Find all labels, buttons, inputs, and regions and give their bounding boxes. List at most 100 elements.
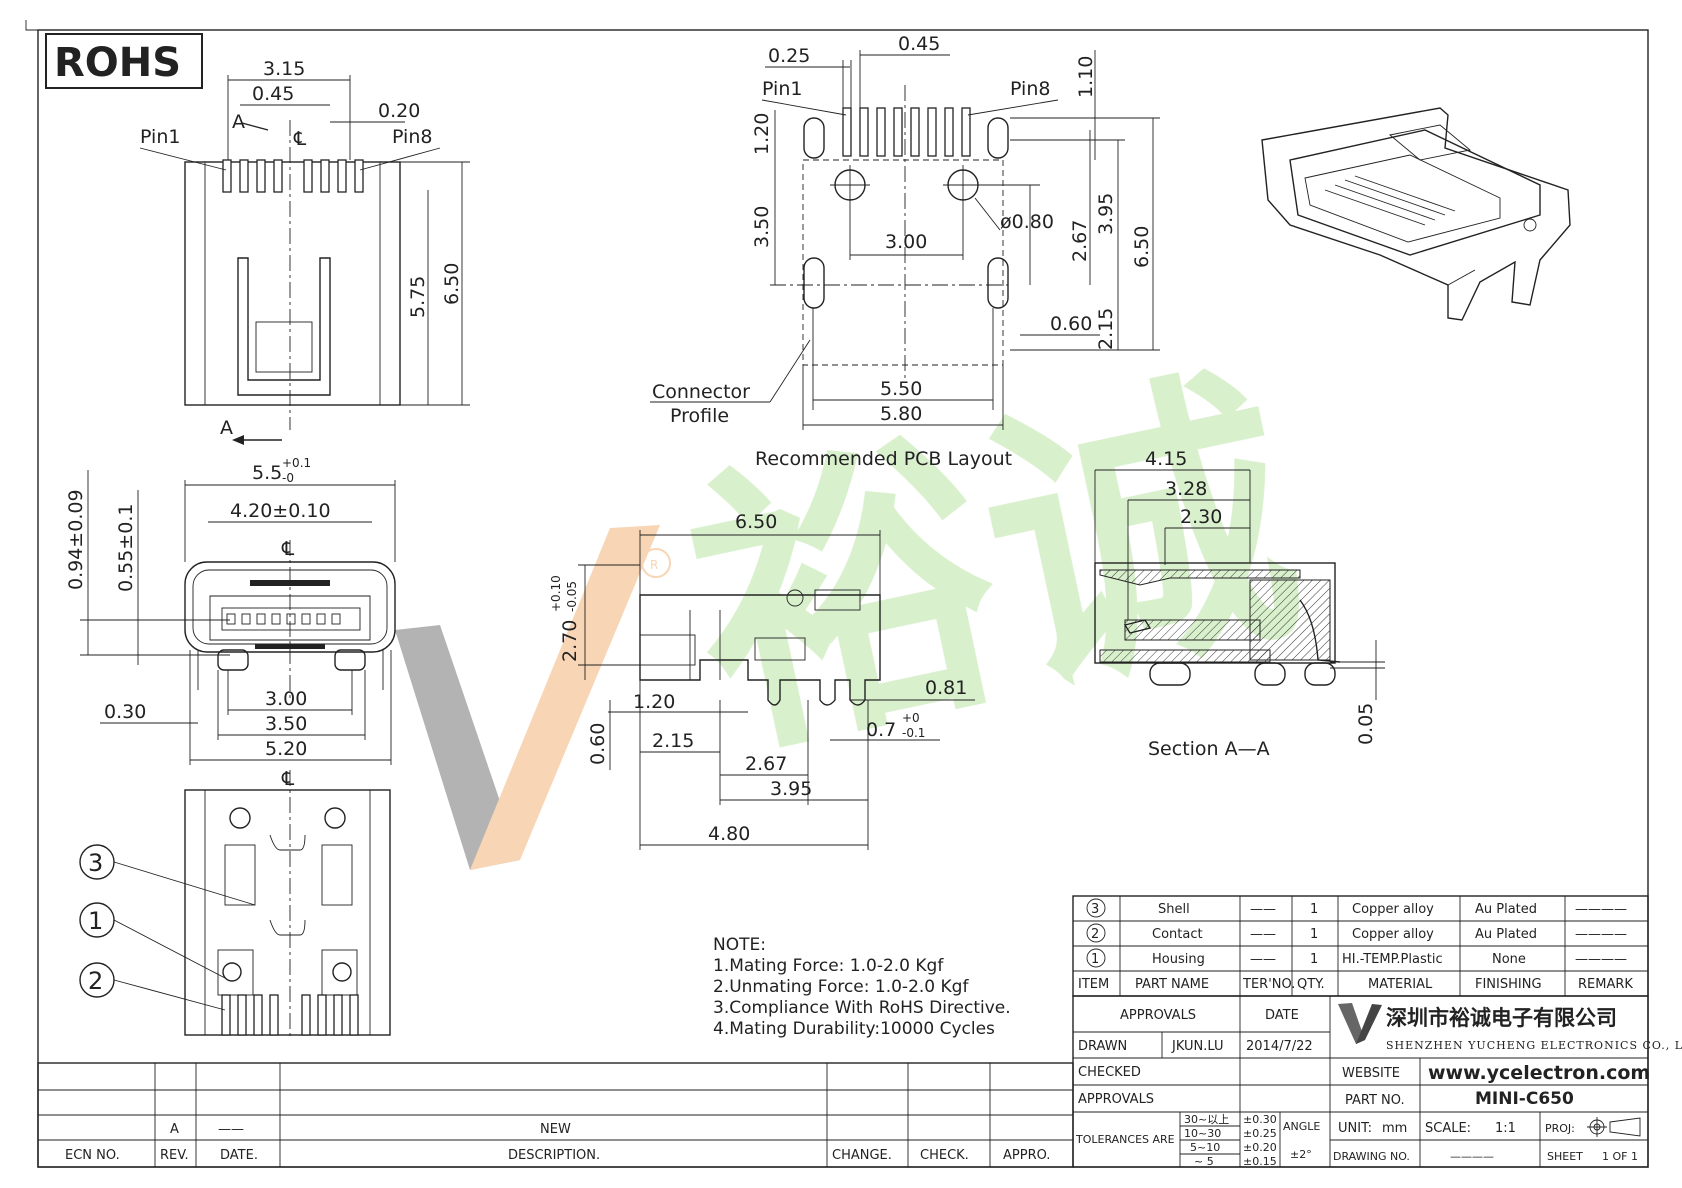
top-dim-045: 0.45 xyxy=(252,83,294,105)
angle-value: ±2° xyxy=(1290,1148,1312,1161)
angle-label: ANGLE xyxy=(1283,1120,1320,1133)
side-dim-270-main: 2.70 xyxy=(559,620,581,662)
company-name-en: SHENZHEN YUCHENG ELECTRONICS CO., LTD xyxy=(1386,1039,1682,1052)
tol-range: 10~30 xyxy=(1184,1127,1221,1140)
rohs-logo-text: ROHS xyxy=(54,40,181,86)
section-dim-415: 4.15 xyxy=(1145,448,1187,470)
top-dim-315: 3.15 xyxy=(263,58,305,80)
checked-label: CHECKED xyxy=(1078,1065,1141,1080)
bom-qty: 1 xyxy=(1310,927,1318,942)
pcb-layout-view: Recommended PCB Layout Pin1 Pin8 0.25 0.… xyxy=(650,33,1160,470)
bom-header-part-name: PART NAME xyxy=(1135,977,1209,992)
callout-2: 2 xyxy=(79,962,226,1011)
bom-finishing: Au Plated xyxy=(1475,927,1537,942)
side-dim-267: 2.67 xyxy=(745,753,787,775)
front-dim-55-main: 5.5 xyxy=(252,462,282,484)
bom-row: 3 Shell —— 1 Copper alloy Au Plated ———— xyxy=(1086,898,1627,918)
rev-description-value: NEW xyxy=(540,1122,571,1137)
notes-block: NOTE: 1.Mating Force: 1.0-2.0 Kgf 2.Unma… xyxy=(713,935,1011,1039)
drawn-label: DRAWN xyxy=(1078,1039,1127,1054)
bom-qty: 1 xyxy=(1310,952,1318,967)
note-item-3: 3.Compliance With RoHS Directive. xyxy=(713,998,1011,1018)
bom-material: HI.-TEMP.Plastic xyxy=(1342,952,1443,967)
side-dim-215: 2.15 xyxy=(652,730,694,752)
bom-row: 1 Housing —— 1 HI.-TEMP.Plastic None ———… xyxy=(1086,948,1627,968)
sheet-value: 1 OF 1 xyxy=(1602,1150,1638,1163)
bom-material: Copper alloy xyxy=(1352,902,1434,917)
bom-item-number: 3 xyxy=(1091,902,1099,917)
tol-value: ±0.20 xyxy=(1243,1141,1277,1154)
appro-label: APPRO. xyxy=(1003,1148,1050,1163)
side-dim-270-tol-minus: -0.05 xyxy=(565,581,579,612)
bom-item-number: 1 xyxy=(1091,952,1099,967)
front-dim-094: 0.94±0.09 xyxy=(65,489,87,590)
bom-qty: 1 xyxy=(1310,902,1318,917)
side-dim-07-tol-plus: +0 xyxy=(902,711,920,725)
pcb-pin8-label: Pin8 xyxy=(1010,78,1050,100)
side-dim-07-main: 0.7 xyxy=(866,719,896,741)
callout-1-label: 1 xyxy=(88,907,103,935)
connector-profile-line2: Profile xyxy=(670,405,729,427)
pcb-dim-395: 3.95 xyxy=(1095,193,1117,235)
front-dim-55-tol-minus: -0 xyxy=(282,471,294,485)
bom-header-item: ITEM xyxy=(1078,977,1109,992)
bom-finishing: Au Plated xyxy=(1475,902,1537,917)
callout-3-label: 3 xyxy=(88,849,103,877)
rev-date-label: DATE. xyxy=(220,1148,258,1163)
tol-range: ~ 5 xyxy=(1194,1155,1214,1168)
side-dim-07-tol-minus: -0.1 xyxy=(902,726,925,740)
side-dim-081: 0.81 xyxy=(925,677,967,699)
ecn-label: ECN NO. xyxy=(65,1148,120,1163)
side-dim-480: 4.80 xyxy=(708,823,750,845)
rev-date-value: —— xyxy=(218,1122,244,1137)
pcb-dim-267: 2.67 xyxy=(1069,220,1091,262)
projection-symbol-icon xyxy=(1587,1117,1641,1137)
side-dim-650: 6.50 xyxy=(735,511,777,533)
connector-3d-view xyxy=(1261,107,1571,321)
front-dim-350: 3.50 xyxy=(265,713,307,735)
sheet-label: SHEET xyxy=(1547,1150,1583,1163)
note-item-1: 1.Mating Force: 1.0-2.0 Kgf xyxy=(713,956,944,976)
bom-remark: ———— xyxy=(1575,952,1627,967)
section-a-a-view: 4.15 3.28 2.30 0.05 Section A—A xyxy=(1094,448,1385,760)
bom-header-remark: REMARK xyxy=(1578,977,1633,992)
pcb-dim-650: 6.50 xyxy=(1131,226,1153,268)
side-dim-060: 0.60 xyxy=(587,723,609,765)
front-dim-300: 3.00 xyxy=(265,688,307,710)
unit-label: UNIT: xyxy=(1338,1121,1372,1136)
bom-remark: ———— xyxy=(1575,927,1627,942)
front-dim-055: 0.55±0.1 xyxy=(115,504,137,592)
pcb-dim-110: 1.10 xyxy=(1075,56,1097,98)
callout-1: 1 xyxy=(79,902,226,979)
bom-ter-no: —— xyxy=(1250,952,1276,967)
note-item-4: 4.Mating Durability:10000 Cycles xyxy=(713,1019,995,1039)
svg-text:R: R xyxy=(650,558,658,572)
pcb-dim-550: 5.50 xyxy=(880,378,922,400)
bom-remark: ———— xyxy=(1575,902,1627,917)
front-dim-520: 5.20 xyxy=(265,738,307,760)
pcb-pin1-label: Pin1 xyxy=(762,78,802,100)
drawing-no-value: ———— xyxy=(1450,1150,1494,1163)
pcb-dim-580: 5.80 xyxy=(880,403,922,425)
front-view: ℄ 5.5 +0.1 -0 4.20±0.10 0.94±0.09 0.55±0… xyxy=(65,456,396,765)
drawing-no-label: DRAWING NO. xyxy=(1333,1150,1410,1163)
bom-header-finishing: FINISHING xyxy=(1475,977,1542,992)
front-dim-55-tol-plus: +0.1 xyxy=(282,456,311,470)
website-label: WEBSITE xyxy=(1342,1066,1400,1081)
part-no-value: MINI-C650 xyxy=(1475,1089,1574,1109)
unit-value: mm xyxy=(1382,1121,1407,1136)
company-logo xyxy=(1338,1003,1382,1044)
pcb-title: Recommended PCB Layout xyxy=(755,448,1012,470)
change-label: CHANGE. xyxy=(832,1148,892,1163)
section-dim-005: 0.05 xyxy=(1355,703,1377,745)
side-view: 6.50 2.70 +0.10 -0.05 1.20 0.60 2.15 2.6… xyxy=(549,511,975,850)
bom-header-material: MATERIAL xyxy=(1368,977,1433,992)
top-dim-575: 5.75 xyxy=(407,276,429,318)
bom-ter-no: —— xyxy=(1250,902,1276,917)
tolerances-label: TOLERANCES ARE xyxy=(1075,1133,1175,1146)
tol-range: 30~以上 xyxy=(1184,1113,1229,1126)
rev-label: REV. xyxy=(160,1148,189,1163)
company-name-cn: 深圳市裕诚电子有限公司 xyxy=(1386,1006,1617,1030)
rohs-logo: ROHS xyxy=(45,33,203,89)
